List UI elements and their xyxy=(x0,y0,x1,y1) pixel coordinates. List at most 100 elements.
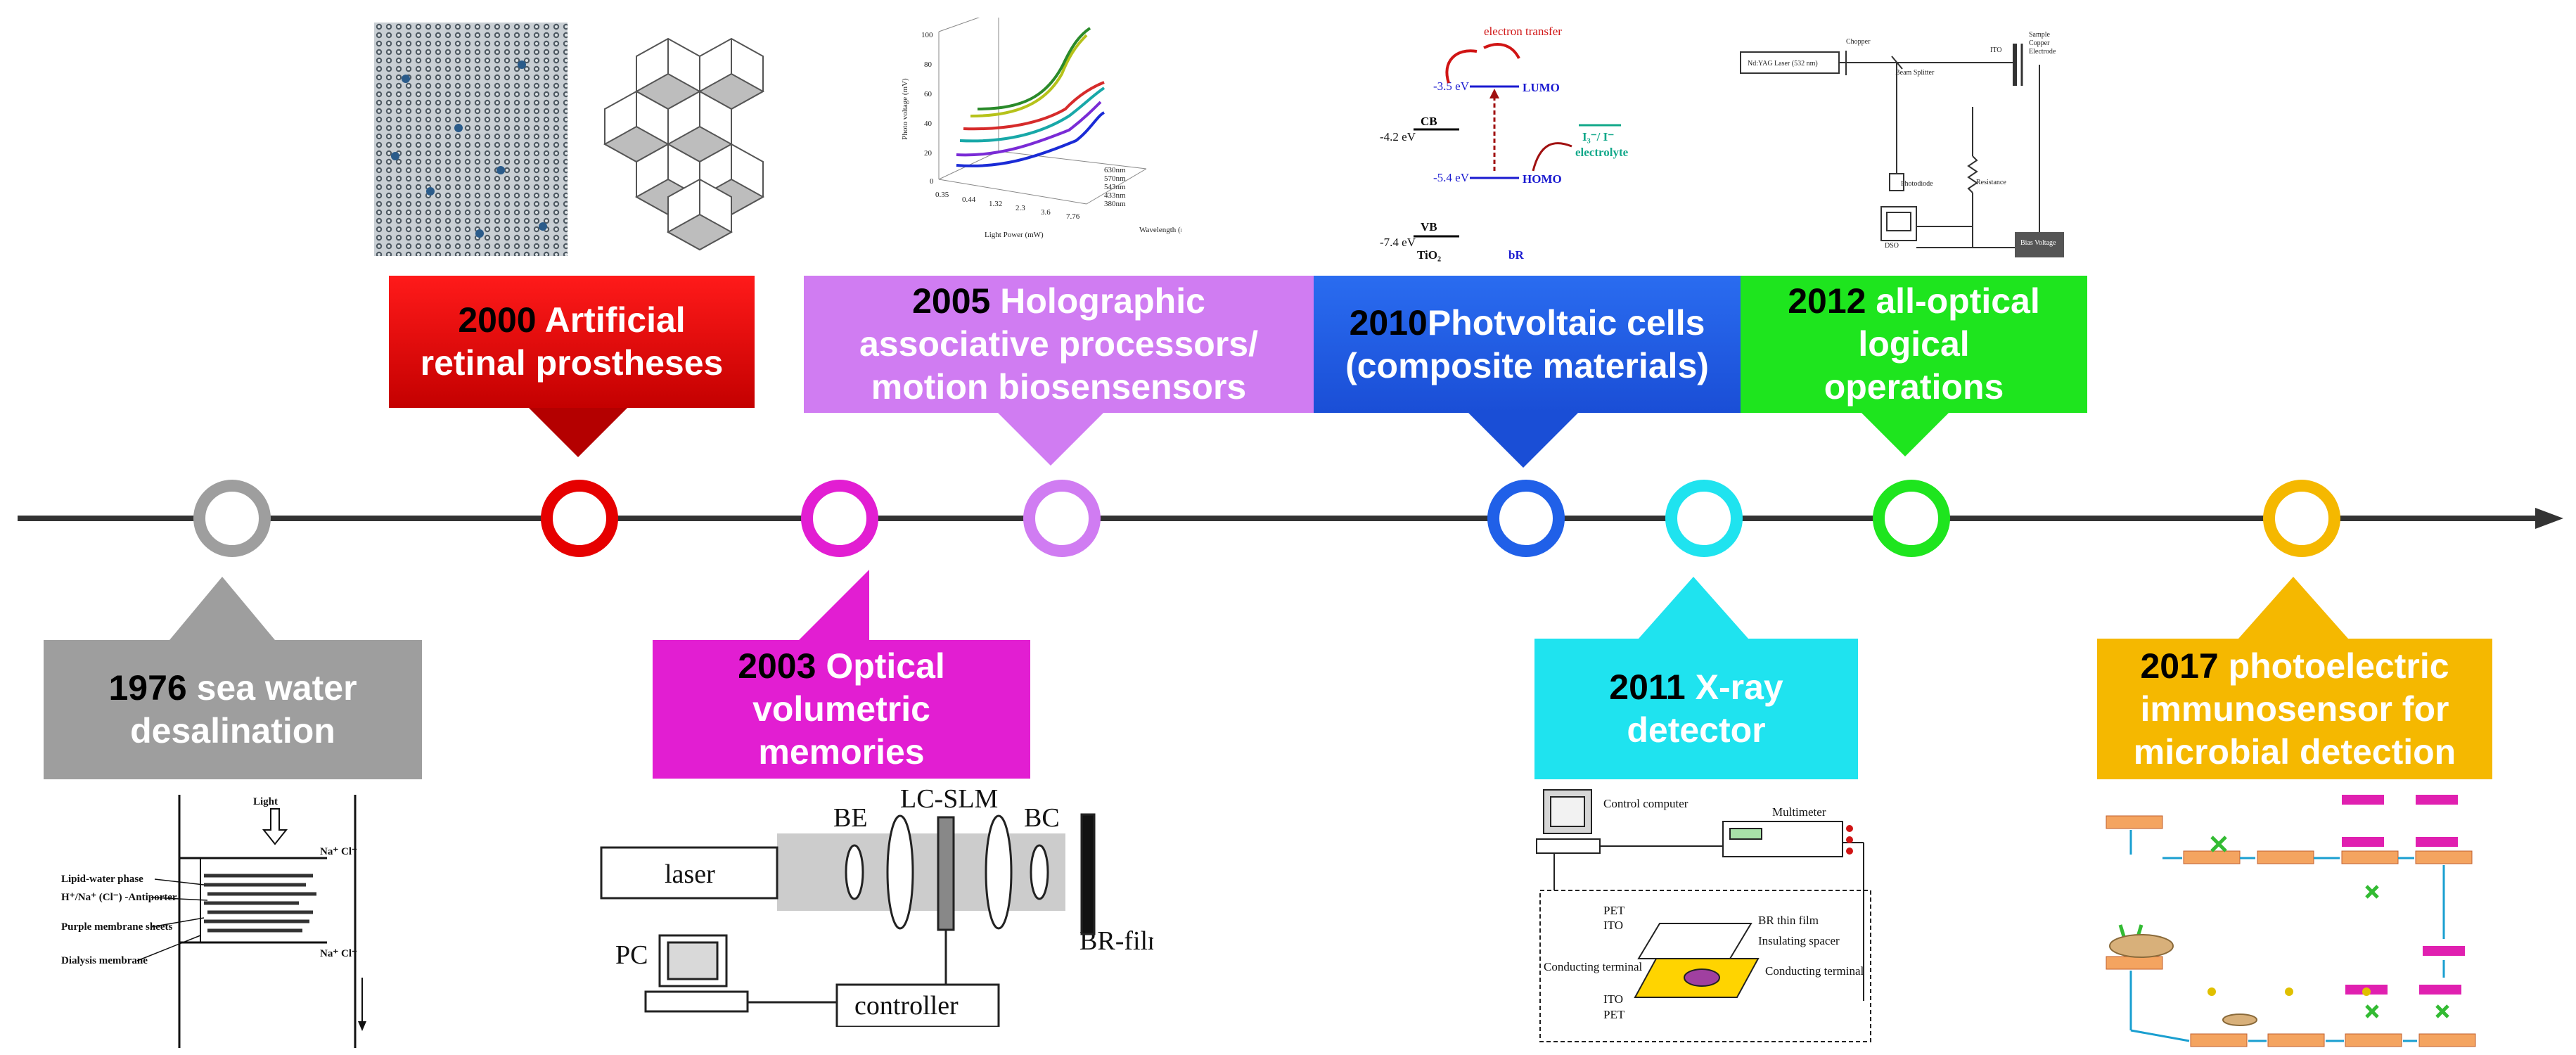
electrode-label: Electrode xyxy=(2029,48,2056,56)
ion-label-bottom: Na⁺ Cl⁻ xyxy=(320,948,357,959)
event-title-line: all-optical xyxy=(1876,281,2040,321)
event-year: 2000 xyxy=(458,300,537,340)
light-label: Light xyxy=(253,796,278,807)
event-pointer-2012 xyxy=(1861,413,1949,456)
event-title-line: logical xyxy=(1858,324,1970,364)
event-title-line: associative processors/ xyxy=(859,324,1258,364)
conducting-terminal-right: Conducting terminal xyxy=(1765,964,1864,978)
electrolyte-label: electrolyte xyxy=(1575,146,1629,159)
conducting-terminal-left: Conducting terminal xyxy=(1544,960,1643,973)
event-box-2017: 2017 photoelectric immunosensor for micr… xyxy=(2097,639,2492,779)
chopper-label: Chopper xyxy=(1846,38,1871,46)
sample-label: Sample xyxy=(2029,31,2051,39)
event-box-2003: 2003 Optical volumetric memories xyxy=(653,640,1030,779)
be-label: BE xyxy=(833,803,868,833)
pet-bottom-label: PET xyxy=(1603,1008,1625,1021)
node-2003 xyxy=(801,480,878,557)
event-title-line: Optical xyxy=(826,646,945,686)
bias-label: Bias Voltage xyxy=(2020,239,2056,247)
resistance-label: Resistance xyxy=(1976,179,2006,186)
holographic-memory-setup: laser BE LC-SLM BC BR-film PC controller xyxy=(598,788,1153,1027)
homo-energy: -5.4 eV xyxy=(1433,171,1470,184)
event-title-line: Photvoltaic cells xyxy=(1427,302,1705,343)
event-pointer-2003 xyxy=(799,570,869,640)
y-axis-label: Photo voltage (mV) xyxy=(901,78,909,140)
wavelength-tick: 543nm xyxy=(1104,183,1126,191)
event-title-line: X-ray xyxy=(1695,667,1783,707)
lipid-phase-label: Lipid-water phase xyxy=(61,874,143,885)
photovoltage-curve-cyan xyxy=(959,87,1106,143)
controller-label: controller xyxy=(854,991,959,1021)
spacer-label: Insulating spacer xyxy=(1758,934,1840,947)
node-2012 xyxy=(1873,480,1950,557)
homo-label: HOMO xyxy=(1523,172,1562,186)
ito-bottom-label: ITO xyxy=(1603,992,1623,1006)
node-1976 xyxy=(193,480,271,557)
event-year: 2011 xyxy=(1609,667,1686,707)
immunosensor-schematic xyxy=(2106,795,2476,1047)
ion-label-top: Na⁺ Cl⁻ xyxy=(320,846,357,857)
x-tick: 3.6 xyxy=(1041,208,1051,217)
event-title-line: photoelectric xyxy=(2228,646,2449,686)
photovoltage-curve-green xyxy=(977,27,1091,110)
cb-label: CB xyxy=(1421,115,1437,128)
event-title-line: desalination xyxy=(130,711,335,750)
ito-top-label: ITO xyxy=(1603,919,1623,932)
event-box-2005: 2005 Holographic associative processors/… xyxy=(804,276,1314,413)
event-box-2010: 2010Photvoltaic cells (composite materia… xyxy=(1314,276,1741,413)
event-pointer-2017 xyxy=(2238,577,2348,639)
timeline-arrowhead xyxy=(2535,508,2563,529)
vb-energy: -7.4 eV xyxy=(1380,236,1416,249)
br-label: bR xyxy=(1508,248,1524,262)
y-tick: 100 xyxy=(921,31,933,39)
purple-membrane-label: Purple membrane sheets xyxy=(61,921,172,933)
bc-label: BC xyxy=(1024,803,1060,833)
multimeter-label: Multimeter xyxy=(1772,805,1826,819)
event-title-line: memories xyxy=(758,732,925,772)
y-tick: 40 xyxy=(924,120,933,128)
event-title-line: operations xyxy=(1824,367,2004,407)
node-2017 xyxy=(2263,480,2340,557)
event-box-2012: 2012 all-optical logical operations xyxy=(1741,276,2087,413)
cb-energy: -4.2 eV xyxy=(1380,130,1416,143)
dialysis-label: Dialysis membrane xyxy=(61,955,148,966)
pc-label: PC xyxy=(615,940,648,970)
node-2000 xyxy=(541,480,618,557)
event-title-line: retinal prostheses xyxy=(420,343,724,383)
event-year: 2003 xyxy=(738,646,816,686)
event-title-line: sea water xyxy=(196,668,357,708)
x-tick: 0.44 xyxy=(962,196,976,204)
x-axis-label: Light Power (mW) xyxy=(985,231,1044,239)
y-tick: 20 xyxy=(924,149,933,158)
photovoltage-curve-red xyxy=(963,81,1105,131)
event-year: 2010 xyxy=(1349,302,1428,343)
event-title-line: volumetric xyxy=(752,689,930,729)
photovoltage-curve-yellow xyxy=(970,34,1088,117)
event-box-2011: 2011 X-ray detector xyxy=(1534,639,1858,779)
x-tick: 0.35 xyxy=(935,191,949,199)
event-title-line: microbial detection xyxy=(2133,731,2456,772)
y-tick: 60 xyxy=(924,90,933,98)
event-pointer-2010 xyxy=(1468,413,1578,468)
event-title-line: Artificial xyxy=(544,300,686,340)
control-computer-label: Control computer xyxy=(1603,797,1689,810)
event-year: 1976 xyxy=(108,668,187,708)
event-title-line: (composite materials) xyxy=(1345,345,1709,385)
copper-label: Copper xyxy=(2029,39,2050,47)
retina-micrograph xyxy=(374,23,568,256)
photovoltage-curve-purple xyxy=(956,101,1102,157)
event-box-2000: 2000 Artificial retinal prostheses xyxy=(389,276,755,408)
event-title-line: immunosensor for xyxy=(2140,689,2449,729)
ito-label: ITO xyxy=(1990,46,2001,54)
desalination-schematic: Light Na⁺ Cl⁻ Lipid-water phase H⁺/Na⁺ (… xyxy=(61,795,366,1048)
event-year: 2012 xyxy=(1788,281,1866,321)
y-tick: 0 xyxy=(930,177,934,186)
dso-label: DSO xyxy=(1885,242,1899,250)
photodiode-label: Photodiode xyxy=(1901,180,1933,188)
vb-label: VB xyxy=(1421,220,1437,234)
laser-label: Nd:YAG Laser (532 nm) xyxy=(1748,60,1818,68)
node-2011 xyxy=(1665,480,1743,557)
x-tick: 2.3 xyxy=(1015,204,1025,212)
